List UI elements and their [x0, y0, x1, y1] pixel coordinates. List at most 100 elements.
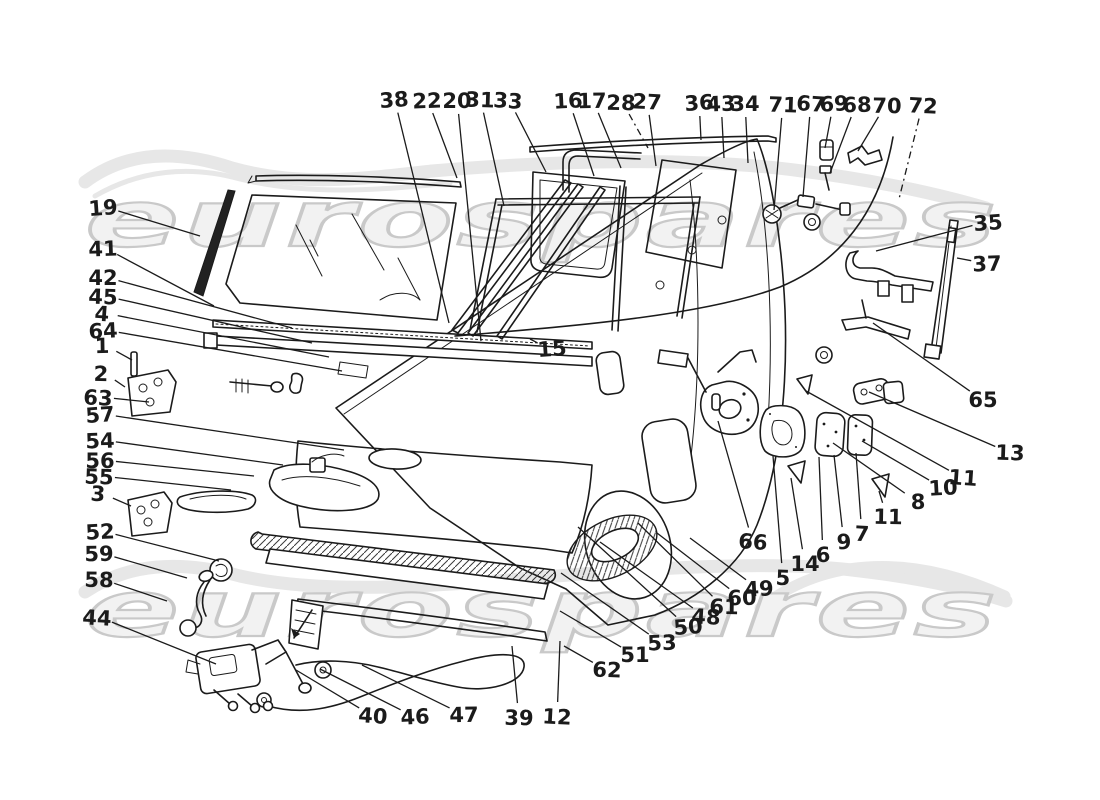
lock-assembly	[185, 639, 287, 714]
callout-42: 42	[88, 266, 117, 290]
leader-line-38	[397, 112, 450, 324]
leader-line-34	[745, 116, 749, 164]
callout-38: 38	[379, 87, 410, 113]
clip	[289, 372, 304, 394]
leader-line-35	[875, 224, 973, 252]
callout-11: 11	[873, 505, 903, 530]
lock-cylinder-67	[796, 194, 851, 231]
leader-line-15	[529, 338, 538, 344]
callout-14: 14	[790, 552, 819, 576]
callout-11: 11	[948, 465, 979, 491]
watermark-bottom-swoosh-arch	[754, 561, 1011, 614]
callout-22: 22	[412, 88, 442, 113]
leader-line-52	[115, 533, 220, 562]
bolt-46	[285, 651, 304, 685]
vent-frame	[530, 171, 626, 279]
leader-line-40	[295, 669, 360, 709]
leader-line-41	[116, 253, 215, 307]
leader-line-11	[805, 390, 950, 471]
callout-35: 35	[973, 210, 1004, 236]
callout-13: 13	[995, 440, 1025, 465]
callout-10: 10	[928, 475, 958, 500]
screw-71	[762, 198, 801, 224]
callout-68: 68	[842, 93, 872, 118]
quarter-glass	[645, 159, 737, 269]
callout-15: 15	[537, 336, 568, 362]
leader-line-70	[857, 116, 880, 152]
leader-line-63	[113, 397, 150, 403]
leader-line-11	[878, 490, 884, 504]
leader-line-16	[572, 113, 595, 177]
leader-line-4	[117, 315, 330, 358]
leader-line-58	[114, 582, 168, 602]
leader-line-48	[599, 541, 694, 609]
wedge-11-top	[796, 374, 813, 395]
callout-6: 6	[815, 543, 830, 567]
hinge-bracket-upper	[127, 369, 177, 417]
callout-16: 16	[553, 88, 583, 113]
gasket-6-9	[814, 411, 846, 458]
callout-52: 52	[85, 519, 115, 544]
trim-hole	[309, 457, 326, 473]
callout-58: 58	[84, 568, 114, 593]
callout-64: 64	[88, 318, 118, 343]
wedge-11-left	[787, 460, 806, 484]
leader-line-13	[868, 391, 996, 448]
callout-5: 5	[775, 566, 790, 590]
watermark-top-swoosh	[78, 149, 993, 215]
callout-33: 33	[493, 88, 524, 114]
leader-line-2	[114, 379, 126, 388]
check-arm-35	[845, 250, 934, 303]
door-shell	[335, 138, 787, 626]
callout-67: 67	[796, 91, 827, 117]
callout-54: 54	[85, 428, 115, 453]
bracket-70	[847, 145, 883, 166]
pad-8	[882, 380, 905, 405]
pull-handle	[176, 490, 257, 514]
callout-1: 1	[94, 334, 109, 358]
callout-71: 71	[768, 92, 798, 117]
callout-3: 3	[90, 482, 106, 507]
leader-line-10	[861, 440, 930, 481]
callout-2: 2	[93, 362, 108, 386]
callout-20: 20	[442, 89, 471, 113]
glass-run-channel	[193, 189, 236, 297]
leader-line-42	[118, 280, 293, 329]
leader-line-62	[563, 645, 594, 663]
leader-line-72	[898, 118, 920, 200]
callout-72: 72	[908, 93, 938, 118]
callout-66: 66	[738, 529, 769, 555]
leader-line-53	[560, 572, 650, 635]
release-cable	[262, 653, 525, 712]
leader-line-39	[511, 645, 519, 704]
callout-46: 46	[400, 704, 430, 729]
leader-line-49	[689, 537, 747, 581]
leader-line-19	[118, 210, 201, 237]
callout-39: 39	[504, 706, 534, 731]
callout-47: 47	[449, 703, 479, 728]
callout-57: 57	[85, 402, 116, 428]
callout-28: 28	[606, 91, 636, 116]
callout-63: 63	[83, 385, 113, 410]
arrow-icon	[291, 628, 300, 638]
hinge-cutout	[595, 350, 625, 396]
leader-line-46	[319, 668, 401, 711]
channel-sweep-curve	[454, 136, 894, 337]
leader-line-22	[432, 112, 458, 179]
leader-line-64	[118, 331, 343, 372]
leader-line-60	[656, 532, 730, 590]
callout-44: 44	[82, 605, 112, 630]
callout-41: 41	[88, 236, 118, 261]
leader-line-1	[115, 350, 133, 361]
callout-51: 51	[620, 643, 649, 667]
leader-line-47	[361, 664, 450, 709]
watermark-top: eurospares	[78, 149, 999, 266]
leader-line-37	[956, 257, 972, 262]
callout-43: 43	[706, 91, 736, 116]
gasket-5	[759, 404, 806, 458]
leader-line-7	[855, 452, 862, 520]
door-frame	[469, 196, 701, 333]
callout-50: 50	[673, 614, 704, 640]
leader-line-59	[114, 556, 188, 579]
